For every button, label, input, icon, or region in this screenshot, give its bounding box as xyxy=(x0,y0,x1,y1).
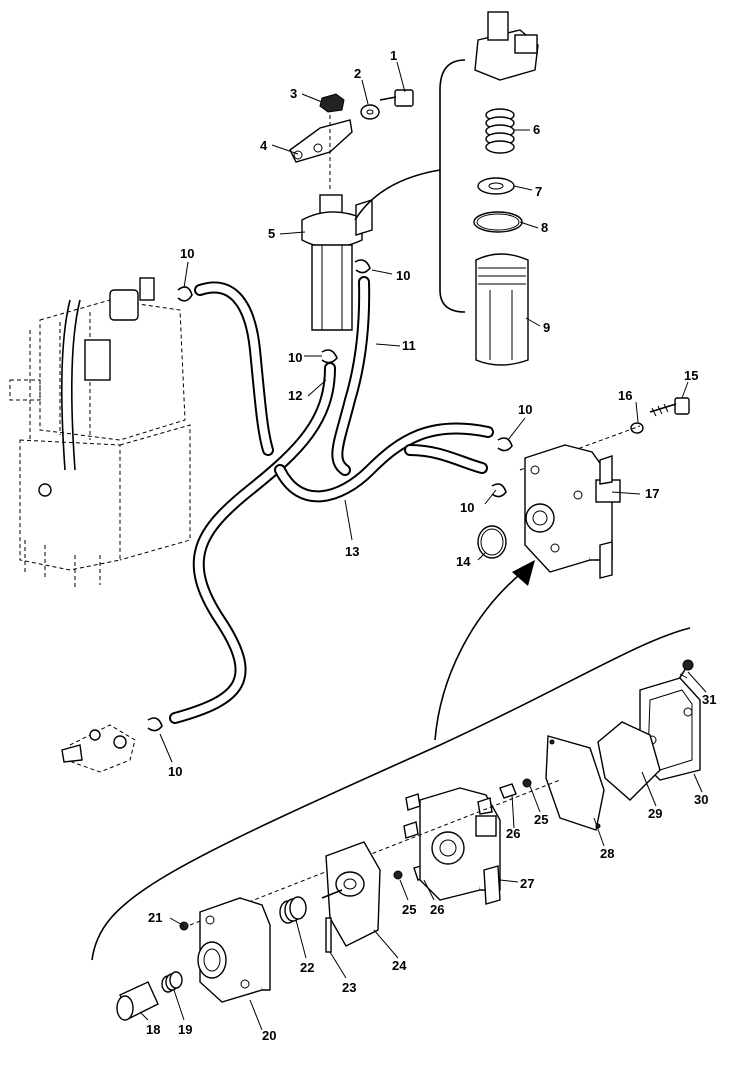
callout-2: 2 xyxy=(354,66,361,81)
carburetor-assembly xyxy=(9,277,191,590)
callout-30: 30 xyxy=(694,792,708,807)
callout-7: 7 xyxy=(535,184,542,199)
callout-3: 3 xyxy=(290,86,297,101)
pump-exploded-parts xyxy=(116,659,701,1021)
fuel-joint xyxy=(61,724,136,773)
callout-29: 29 xyxy=(648,806,662,821)
callout-10-joint: 10 xyxy=(168,764,182,779)
callout-21: 21 xyxy=(148,910,162,925)
callout-31: 31 xyxy=(702,692,716,707)
callout-25-lower: 25 xyxy=(402,902,416,917)
callout-18: 18 xyxy=(146,1022,160,1037)
callout-10-pump-top: 10 xyxy=(518,402,532,417)
callout-6: 6 xyxy=(533,122,540,137)
callout-24: 24 xyxy=(392,958,407,973)
callout-10-carb: 10 xyxy=(180,246,194,261)
callout-23: 23 xyxy=(342,980,356,995)
callout-5: 5 xyxy=(268,226,275,241)
fuel-hoses xyxy=(169,276,494,724)
exploded-view-arrow xyxy=(91,560,691,961)
callout-28: 28 xyxy=(600,846,614,861)
callout-10-filter-bottom: 10 xyxy=(288,350,302,365)
callout-15: 15 xyxy=(684,368,698,383)
callout-8: 8 xyxy=(541,220,548,235)
fuel-pump-assembly xyxy=(477,397,690,579)
callout-26-lower: 26 xyxy=(430,902,444,917)
callout-25-upper: 25 xyxy=(534,812,548,827)
callout-26-upper: 26 xyxy=(506,826,520,841)
callout-17: 17 xyxy=(645,486,659,501)
callout-19: 19 xyxy=(178,1022,192,1037)
callout-9: 9 xyxy=(543,320,550,335)
callout-20: 20 xyxy=(262,1028,276,1043)
callout-27: 27 xyxy=(520,876,534,891)
callout-11: 11 xyxy=(402,338,416,353)
callout-4: 4 xyxy=(260,138,268,153)
filter-cup-exploded xyxy=(354,11,539,366)
callout-1: 1 xyxy=(390,48,397,63)
callout-labels: 1 2 3 4 5 6 7 8 9 10 10 10 10 10 10 11 1… xyxy=(146,48,716,1043)
callout-10-filter-top: 10 xyxy=(396,268,410,283)
leader-lines xyxy=(139,61,707,1031)
callout-16: 16 xyxy=(618,388,632,403)
callout-14: 14 xyxy=(456,554,471,569)
callout-12: 12 xyxy=(288,388,302,403)
fuel-filter-assembly xyxy=(289,89,414,331)
hose-clips xyxy=(147,259,513,732)
callout-22: 22 xyxy=(300,960,314,975)
callout-10-pump-bottom: 10 xyxy=(460,500,474,515)
callout-13: 13 xyxy=(345,544,359,559)
